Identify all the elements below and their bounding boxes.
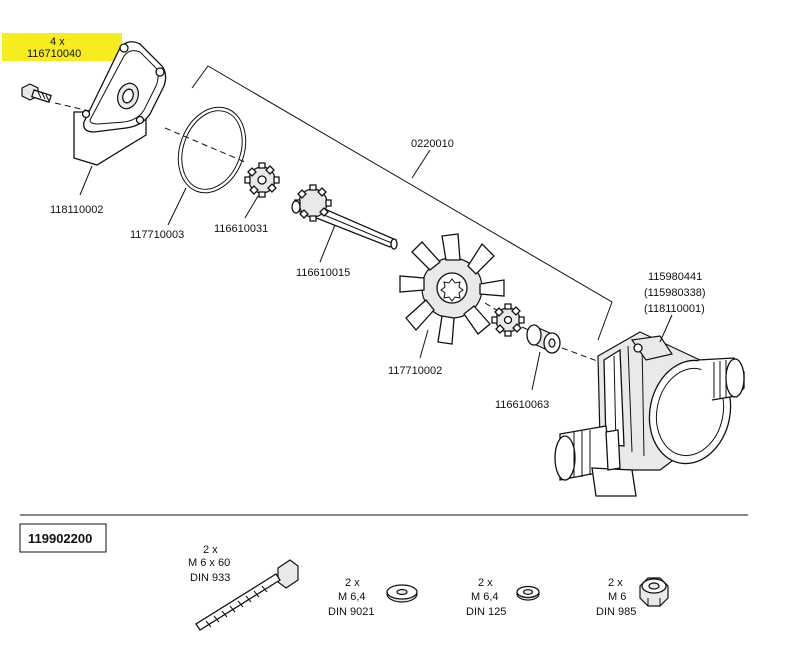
housing-alt-number-2: (118110001) (644, 303, 705, 315)
kit-number: 119902200 (28, 531, 92, 546)
locknut-std: DIN 985 (596, 606, 636, 618)
pump-housing-icon (554, 331, 745, 497)
oring-leader (167, 187, 187, 226)
small-gear-icon (244, 162, 280, 198)
washer-small-qty: 2 x (478, 577, 493, 589)
screw-part-number: 116710040 (27, 48, 81, 60)
bolt-std: DIN 933 (190, 572, 230, 584)
washer-icon (516, 585, 540, 601)
bolt-icon (195, 559, 299, 631)
gear-leader (244, 195, 259, 219)
bolt-qty: 2 x (203, 544, 218, 556)
shaft-icon (291, 184, 398, 250)
washer-large-std: DIN 9021 (328, 606, 374, 618)
washer-small-spec: M 6,4 (471, 591, 499, 603)
housing-leader (659, 314, 673, 343)
cover-leader (79, 165, 93, 196)
kit-part-number: 0220010 (411, 138, 454, 150)
bolt-spec: M 6 x 60 (188, 557, 230, 569)
second-gear-icon (491, 303, 525, 337)
washer-small-std: DIN 125 (466, 606, 506, 618)
o-ring-icon (177, 106, 247, 194)
gear-part-number: 116610031 (214, 223, 268, 235)
cam-part-number: 116610063 (495, 399, 549, 411)
washer-large-spec: M 6,4 (338, 591, 366, 603)
housing-alt-number-1: (115980338) (644, 287, 706, 299)
cam-leader (531, 351, 541, 391)
impeller-icon (399, 233, 505, 345)
locknut-spec: M 6 (608, 591, 626, 603)
locknut-qty: 2 x (608, 577, 623, 589)
cover-plate-icon (73, 41, 167, 166)
washer-icon (386, 584, 418, 603)
shaft-leader (319, 224, 336, 263)
locknut-icon (639, 577, 669, 607)
highlight-marker (2, 33, 122, 61)
oring-part-number: 117710003 (130, 229, 184, 241)
washer-large-qty: 2 x (345, 577, 360, 589)
screw-icon (21, 83, 52, 104)
kit-bracket (191, 65, 613, 341)
shaft-part-number: 116610015 (296, 267, 350, 279)
impeller-part-number: 117710002 (388, 365, 442, 377)
kit-number-box (19, 523, 107, 553)
kit-leader (411, 149, 431, 179)
screw-qty-label: 4 x (50, 36, 65, 48)
cam-icon (526, 324, 561, 354)
cover-part-number: 118110002 (50, 204, 103, 216)
impeller-leader (419, 329, 429, 359)
housing-part-number: 115980441 (648, 271, 702, 283)
